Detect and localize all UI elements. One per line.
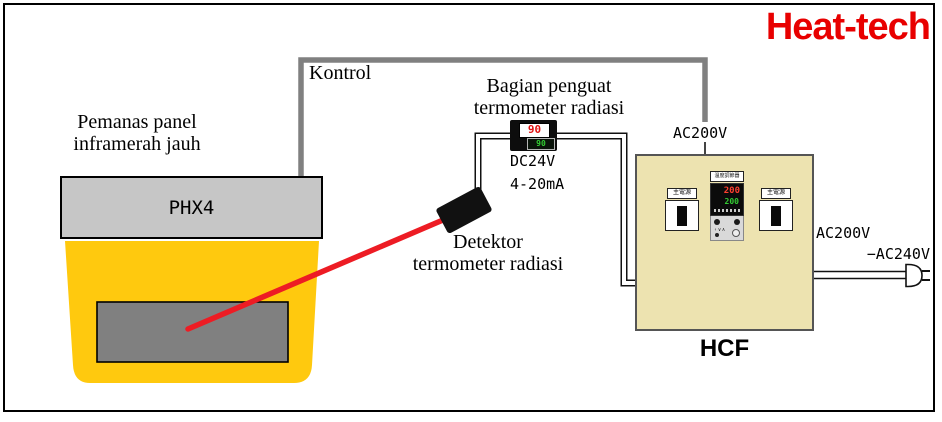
amplifier-display-green: 90: [527, 138, 555, 150]
amplifier-supply-label: DC24V: [510, 152, 556, 170]
controller-knob: [734, 219, 740, 225]
controller-keys-icon: ‹∨∧: [714, 227, 727, 233]
signal-wire-core: [476, 134, 637, 285]
amplifier-signal-label: 4-20mA: [510, 175, 565, 193]
temperature-controller-display: 200 200: [710, 183, 744, 216]
main-power-switch-right-body: [759, 200, 793, 231]
cabinet-ac-range-label: AC200V −AC240V: [816, 223, 930, 265]
heater-top-panel: PHX4: [60, 176, 323, 239]
ac-range-line1: AC200V: [816, 224, 871, 242]
heater-model-label: PHX4: [168, 196, 215, 219]
plug-prongs-icon: [922, 270, 930, 281]
controller-dot-icon: [715, 233, 719, 237]
ac-range-line2: −AC240V: [866, 245, 930, 263]
main-power-switch-left-body: [665, 200, 699, 231]
toggle-icon: [677, 205, 687, 226]
amplifier-caption-line1: Bagian penguat: [486, 75, 612, 97]
amplifier-caption-line2: termometer radiasi: [473, 97, 625, 119]
controller-indicator-row: [714, 209, 740, 212]
toggle-icon: [771, 205, 781, 226]
heater-caption-line2: inframerah jauh: [73, 133, 201, 155]
detector-caption: Detektor termometer radiasi: [389, 231, 587, 275]
main-power-switch-right: 主電源: [759, 188, 793, 231]
controller-ring-icon: [732, 229, 740, 237]
controller-knob: [714, 219, 720, 225]
heated-target-plate: [96, 301, 289, 363]
cabinet-ac-input-label: AC200V: [673, 124, 728, 142]
controller-sv-value: 200: [724, 197, 739, 206]
cabinet-name-label: HCF: [699, 335, 750, 362]
amplifier-caption: Bagian penguat termometer radiasi: [449, 75, 649, 119]
main-power-switch-left-label: 主電源: [667, 188, 697, 199]
temperature-controller-keypad: ‹∨∧: [710, 216, 744, 241]
power-plug-icon: [905, 263, 923, 288]
main-power-switch-right-label: 主電源: [761, 188, 791, 199]
radiation-detector-shape: [436, 186, 492, 234]
sight-line: [185, 211, 460, 332]
controller-pv-value: 200: [723, 186, 740, 196]
hcf-control-cabinet: 主電源 主電源 温度調節器 200 200 ‹∨∧: [635, 154, 814, 331]
control-wire-label: Kontrol: [309, 62, 372, 84]
main-power-switch-left: 主電源: [665, 188, 699, 231]
temperature-controller-label: 温度調節器: [710, 171, 744, 182]
temperature-controller: 温度調節器 200 200 ‹∨∧: [709, 171, 745, 241]
heater-caption: Pemanas panel inframerah jauh: [38, 111, 236, 155]
heater-caption-line1: Pemanas panel: [77, 111, 197, 133]
detector-caption-line2: termometer radiasi: [412, 253, 564, 275]
amplifier-display-red: 90: [519, 123, 550, 138]
heat-tech-logo: Heat-tech: [765, 6, 931, 48]
detector-caption-line1: Detektor: [453, 231, 523, 253]
control-wire: [298, 57, 708, 176]
amplifier-unit: 90 90: [510, 120, 557, 151]
